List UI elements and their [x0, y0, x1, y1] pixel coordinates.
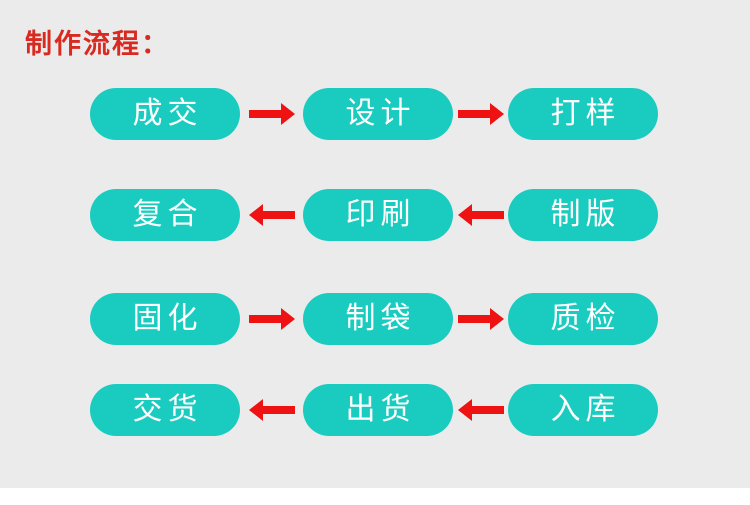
arrow-shaft: [471, 406, 504, 414]
arrow-head: [458, 204, 472, 226]
arrow-left-icon: [458, 390, 504, 430]
step-pill-shipment: 出货: [303, 384, 453, 436]
step-pill-delivery: 交货: [90, 384, 240, 436]
arrow-right-icon: [458, 299, 504, 339]
step-pill-printing: 印刷: [303, 189, 453, 241]
arrow-head: [249, 399, 263, 421]
arrow-head: [281, 308, 295, 330]
step-pill-design: 设计: [303, 88, 453, 140]
arrow-head: [490, 103, 504, 125]
arrow-shaft: [262, 406, 295, 414]
arrow-right-icon: [458, 94, 504, 134]
step-pill-deal: 成交: [90, 88, 240, 140]
step-pill-quality-inspection: 质检: [508, 293, 658, 345]
arrow-head: [458, 399, 472, 421]
step-pill-bag-making: 制袋: [303, 293, 453, 345]
arrow-right-icon: [249, 299, 295, 339]
arrow-head: [490, 308, 504, 330]
step-pill-proofing: 打样: [508, 88, 658, 140]
arrow-shaft: [458, 315, 491, 323]
arrow-left-icon: [249, 195, 295, 235]
arrow-shaft: [471, 211, 504, 219]
page-title: 制作流程：: [25, 29, 170, 59]
arrow-shaft: [262, 211, 295, 219]
step-pill-laminating: 复合: [90, 189, 240, 241]
step-pill-warehousing: 入库: [508, 384, 658, 436]
footer-strip: [0, 488, 750, 505]
arrow-right-icon: [249, 94, 295, 134]
arrow-shaft: [249, 315, 282, 323]
arrow-left-icon: [249, 390, 295, 430]
arrow-shaft: [249, 110, 282, 118]
arrow-left-icon: [458, 195, 504, 235]
arrow-head: [249, 204, 263, 226]
arrow-head: [281, 103, 295, 125]
step-pill-plate-making: 制版: [508, 189, 658, 241]
arrow-shaft: [458, 110, 491, 118]
step-pill-curing: 固化: [90, 293, 240, 345]
